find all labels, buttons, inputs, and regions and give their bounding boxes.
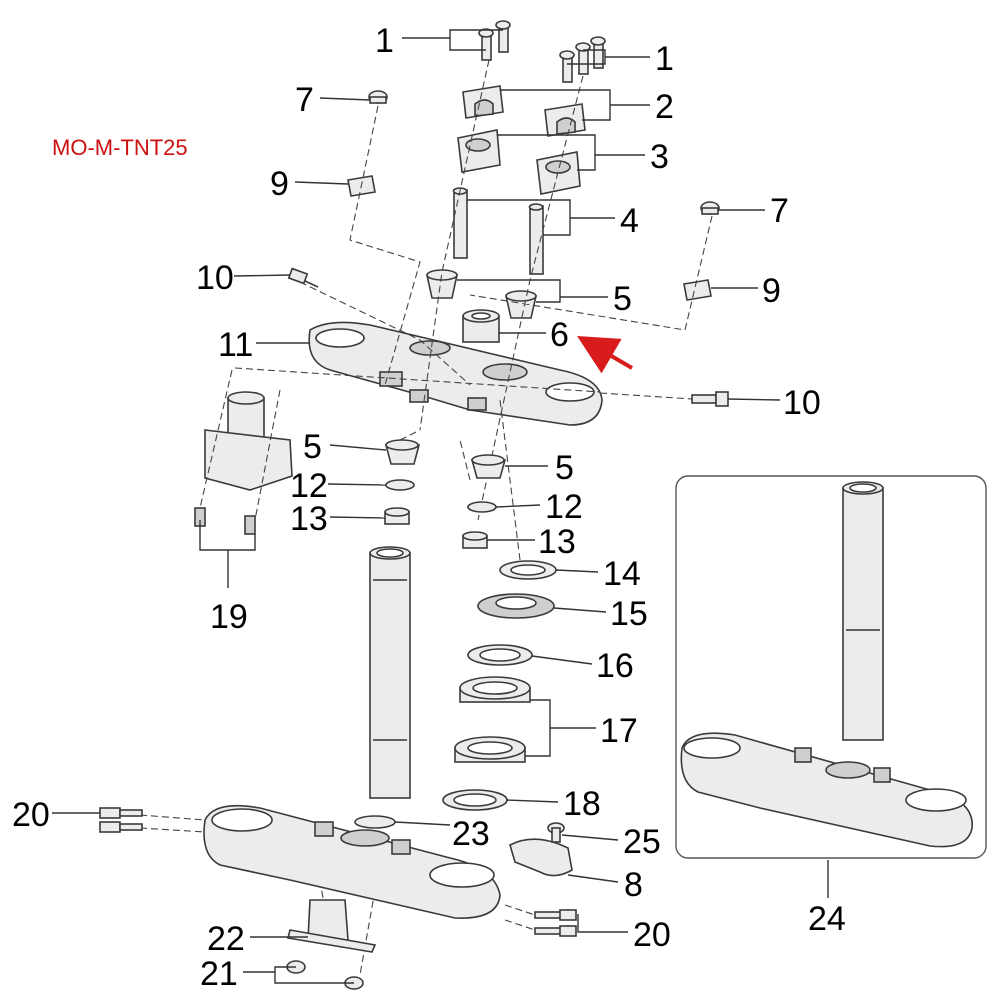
assembled-lower-clamp (680, 732, 973, 848)
callout-19: 19 (210, 598, 248, 636)
callout-14: 14 (603, 555, 641, 593)
callout-16: 16 (596, 647, 634, 685)
callout-22: 22 (207, 920, 245, 958)
lower-clamp-right (536, 151, 581, 195)
bearing-17-upper (459, 676, 531, 703)
callout-7a: 7 (295, 81, 314, 119)
steering-stem (369, 546, 411, 799)
callout-9a: 9 (270, 165, 289, 203)
callout-5a: 5 (613, 280, 632, 318)
upper-triple-clamp (308, 321, 603, 426)
circlip-23 (354, 815, 396, 829)
callout-12b: 12 (545, 488, 583, 526)
callout-3: 3 (650, 138, 669, 176)
ignition-bracket (194, 391, 293, 535)
stud-right (528, 203, 544, 275)
bearing-cover-15 (477, 593, 555, 619)
bolts-20-left (99, 807, 143, 833)
bolt-25 (547, 822, 565, 843)
callout-10a: 10 (196, 259, 234, 297)
bushing-top-left (426, 269, 458, 299)
callout-21: 21 (200, 955, 238, 993)
bearing-17-lower (454, 736, 526, 763)
lower-triple-clamp (203, 804, 501, 919)
race-18 (442, 789, 508, 811)
washer-16 (467, 644, 533, 666)
guide-9-right (683, 279, 712, 301)
callout-1a: 1 (375, 22, 394, 60)
callout-5b: 5 (303, 428, 322, 466)
callout-11: 11 (218, 326, 253, 364)
upper-clamp-left (462, 85, 504, 119)
washer-12-left (385, 479, 415, 491)
callout-10b: 10 (783, 384, 821, 422)
callout-8: 8 (624, 866, 643, 904)
leader-lines (52, 29, 829, 984)
callout-1b: 1 (655, 40, 674, 78)
upper-clamp-right (544, 103, 586, 137)
callout-23: 23 (452, 815, 490, 853)
assembled-view-frame (675, 475, 987, 859)
callout-20b: 20 (633, 916, 671, 954)
assembled-stem (842, 481, 884, 741)
callout-15: 15 (610, 595, 648, 633)
bolt-10-left (287, 267, 319, 288)
nut-7-left (368, 90, 388, 104)
callout-4: 4 (620, 202, 639, 240)
hose-clamp-8 (509, 838, 573, 877)
washer-12-right (467, 501, 497, 513)
bushing-lower-right (470, 454, 507, 479)
highlight-arrow-icon (577, 335, 634, 374)
callout-24: 24 (808, 900, 846, 938)
nut-13-right (462, 531, 488, 549)
assembly-line (199, 59, 713, 561)
callout-12a: 12 (290, 467, 328, 505)
bolt-pair-left (478, 20, 511, 61)
bolts-20-right (534, 909, 577, 937)
callout-20a: 20 (12, 796, 50, 834)
callout-7b: 7 (770, 192, 789, 230)
callout-18: 18 (563, 785, 601, 823)
callout-17: 17 (600, 712, 638, 750)
nut-13-left (384, 507, 410, 525)
callout-25: 25 (623, 823, 661, 861)
callout-13a: 13 (290, 500, 328, 538)
callout-2: 2 (655, 88, 674, 126)
stud-left (452, 187, 468, 259)
callout-5c: 5 (555, 449, 574, 487)
callout-9b: 9 (762, 272, 781, 310)
bushing-top-right (504, 290, 538, 319)
bolt-10-right (691, 391, 729, 407)
callout-13b: 13 (538, 523, 576, 561)
bolt-pair-right (559, 36, 606, 83)
lower-clamp-left (457, 129, 501, 173)
steering-nut (462, 309, 500, 343)
bushing-lower-left (384, 439, 421, 465)
seal-14 (499, 560, 557, 580)
nut-7-right (700, 201, 720, 215)
callout-labels: 1 1 2 3 4 5 6 7 7 9 9 10 10 11 5 5 12 12… (12, 22, 846, 993)
bracket-22 (287, 899, 377, 953)
model-code: MO-M-TNT25 (52, 135, 188, 160)
callout-6: 6 (550, 316, 569, 354)
